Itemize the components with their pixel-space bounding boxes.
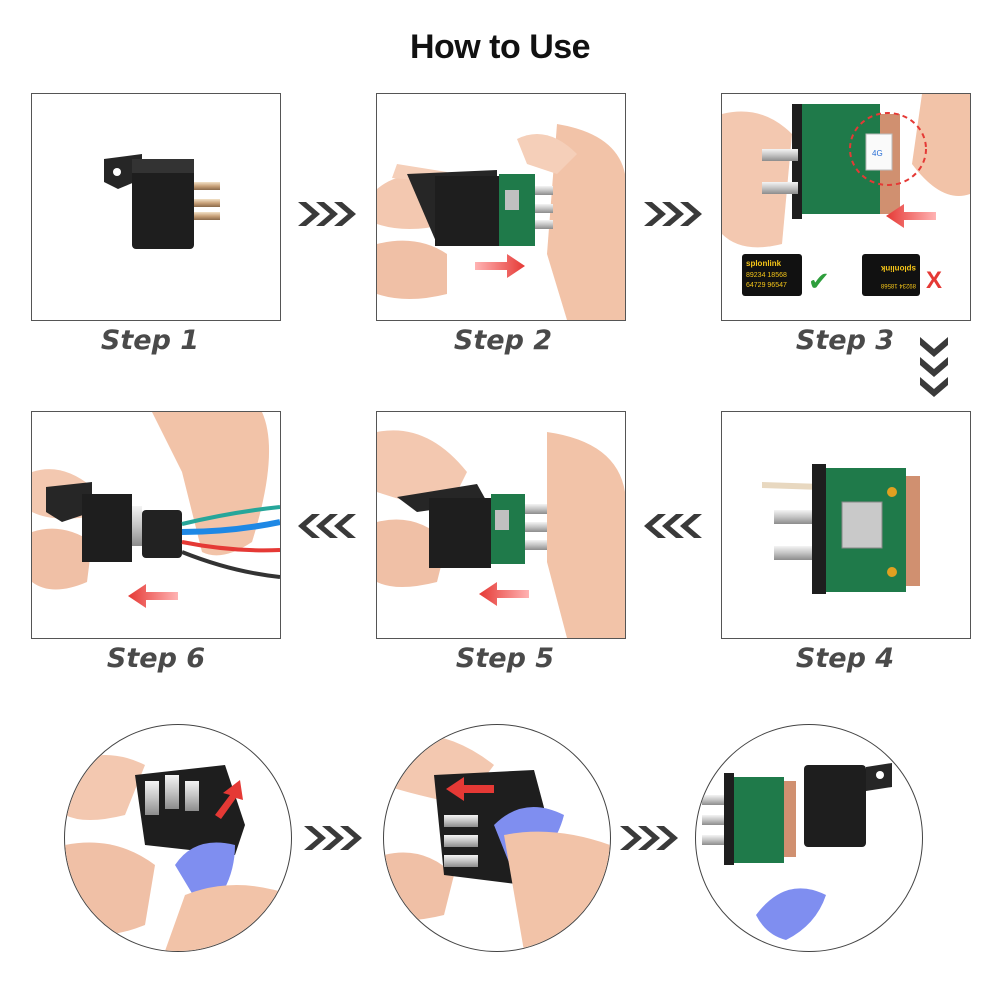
- chevron-right-icon: [298, 202, 356, 226]
- chevron-left-icon: [644, 514, 702, 538]
- step1-label: Step 1: [100, 325, 200, 356]
- red-arrow-icon: [886, 204, 936, 228]
- svg-text:splonlink: splonlink: [746, 259, 782, 268]
- red-arrow-icon: [215, 780, 243, 819]
- red-arrow-icon: [479, 582, 529, 606]
- red-arrow-icon: [128, 584, 178, 608]
- chevron-left-icon: [298, 514, 356, 538]
- plug-in-wires-image: [32, 412, 280, 608]
- step1-panel: [31, 93, 281, 321]
- step3-panel: 4G splonlink 89234 18568 64729 96547 ✔ 8…: [721, 93, 971, 321]
- sim-card-correct: splonlink 89234 18568 64729 96547: [742, 254, 802, 296]
- chevron-right-icon: [644, 202, 702, 226]
- opened-case-image: [702, 763, 892, 940]
- step2-label: Step 2: [453, 325, 553, 356]
- cross-icon: X: [926, 267, 942, 294]
- open-case-circle-3: [695, 724, 923, 952]
- step4-panel: [721, 411, 971, 639]
- step2-panel: [376, 93, 626, 321]
- chevron-down-icon: [920, 337, 948, 397]
- svg-text:splonlink: splonlink: [880, 264, 916, 273]
- open-case-circle-1: [64, 724, 292, 952]
- chevron-right-icon: [304, 826, 362, 850]
- step6-panel: [31, 411, 281, 639]
- check-icon: ✔: [808, 267, 830, 297]
- chevron-right-icon: [620, 826, 678, 850]
- hands-closing-cover-image: [377, 430, 625, 638]
- red-arrow-icon: [475, 254, 525, 278]
- open-case-circle-2: [383, 724, 611, 952]
- module-with-sim-image: [762, 464, 920, 594]
- hands-pulling-cover-image: [377, 124, 625, 320]
- step3-label: Step 3: [795, 325, 895, 356]
- svg-text:89234 18568: 89234 18568: [746, 272, 787, 279]
- red-arrow-icon: [446, 777, 494, 801]
- sim-card-wrong: 89234 18568 splonlink: [862, 254, 920, 296]
- relay-image: [104, 154, 220, 249]
- step6-label: Step 6: [106, 643, 206, 674]
- pry-side-image: [384, 733, 610, 951]
- step5-panel: [376, 411, 626, 639]
- step5-label: Step 5: [455, 643, 555, 674]
- pry-pick: [175, 842, 235, 915]
- svg-text:64729 96547: 64729 96547: [746, 282, 787, 289]
- step4-label: Step 4: [795, 643, 895, 674]
- sim-insert-image: 4G splonlink 89234 18568 64729 96547 ✔ 8…: [722, 94, 970, 297]
- pry-pick: [756, 888, 826, 940]
- page-title: How to Use: [409, 28, 591, 66]
- sim-badge: 4G: [872, 149, 883, 158]
- svg-text:89234 18568: 89234 18568: [880, 282, 916, 288]
- pry-open-image: [65, 755, 291, 951]
